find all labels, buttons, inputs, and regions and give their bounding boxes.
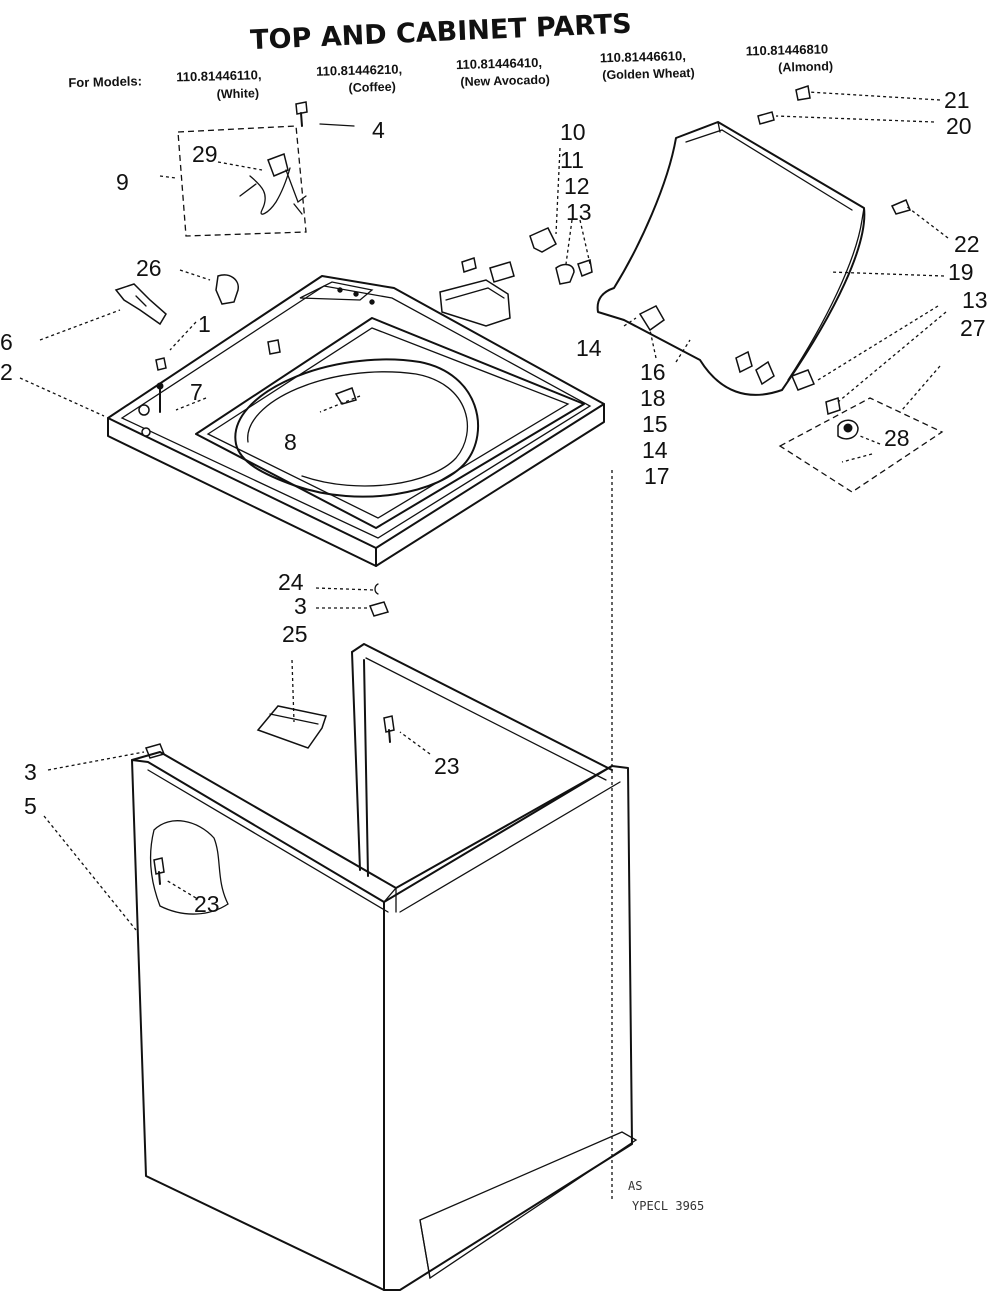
callout-number: 5 <box>24 793 37 819</box>
callout-number: 23 <box>194 891 220 917</box>
callout-number: 16 <box>640 359 666 385</box>
model-number: 110.81446810 <box>746 41 829 58</box>
callout-number: 29 <box>192 141 218 167</box>
callout-number: 13 <box>566 199 592 225</box>
callout-number: 14 <box>576 335 602 361</box>
drawing-stamp: AS <box>628 1179 642 1193</box>
callout-number: 22 <box>954 231 980 257</box>
model-color: (White) <box>217 86 260 101</box>
callout-number: 28 <box>884 425 910 451</box>
model-number: 110.81446210, <box>316 62 402 79</box>
bracket <box>256 705 327 749</box>
model-color: (New Avocado) <box>460 73 550 89</box>
washer-top-panel <box>107 275 605 567</box>
model-color: (Almond) <box>778 59 833 74</box>
lid-switch-bracket <box>778 397 944 493</box>
callout-number: 3 <box>24 759 37 785</box>
callout-number: 20 <box>946 113 972 139</box>
callout-number: 14 <box>642 437 668 463</box>
control-switch <box>439 227 593 327</box>
callout-number: 17 <box>644 463 670 489</box>
callout-number: 21 <box>944 87 970 113</box>
model-list: For Models: 110.81446110, 110.81446210, … <box>68 41 833 101</box>
model-number: 110.81446110, <box>176 67 262 84</box>
callout-number: 4 <box>372 117 385 143</box>
callout-number: 1 <box>198 311 211 337</box>
hinge-pin-parts <box>757 85 912 215</box>
callout-number: 12 <box>564 173 590 199</box>
washer-cabinet <box>131 643 638 1291</box>
callout-number: 18 <box>640 385 666 411</box>
callout-numbers: 29 9 4 10 11 12 13 21 20 26 6 2 1 7 8 14… <box>0 87 988 917</box>
hinge <box>114 283 167 326</box>
callout-number: 24 <box>278 569 304 595</box>
screw <box>295 101 308 127</box>
callout-number: 7 <box>190 379 203 405</box>
washer-lid <box>596 121 866 415</box>
callout-number: 11 <box>560 147 584 173</box>
model-color: (Golden Wheat) <box>602 66 695 82</box>
drawing-stamp: YPECL 3965 <box>632 1199 704 1213</box>
diagram-title: TOP AND CABINET PARTS <box>250 9 633 57</box>
wiring-harness-inset <box>177 125 307 237</box>
callout-number: 25 <box>282 621 308 647</box>
clip <box>215 274 239 305</box>
callout-number: 2 <box>0 359 13 385</box>
model-color: (Coffee) <box>348 80 396 95</box>
models-prefix: For Models: <box>68 73 142 90</box>
callout-number: 13 <box>962 287 988 313</box>
callout-number: 19 <box>948 259 974 285</box>
callout-number: 27 <box>960 315 986 341</box>
callout-number: 23 <box>434 753 460 779</box>
model-number: 110.81446410, <box>456 55 542 72</box>
leader-lines <box>19 91 949 1200</box>
callout-number: 9 <box>116 169 129 195</box>
callout-number: 10 <box>560 119 586 145</box>
callout-number: 26 <box>136 255 162 281</box>
callout-number: 3 <box>294 593 307 619</box>
callout-number: 8 <box>284 429 297 455</box>
callout-number: 6 <box>0 329 13 355</box>
model-number: 110.81446610, <box>600 48 686 65</box>
callout-number: 15 <box>642 411 668 437</box>
